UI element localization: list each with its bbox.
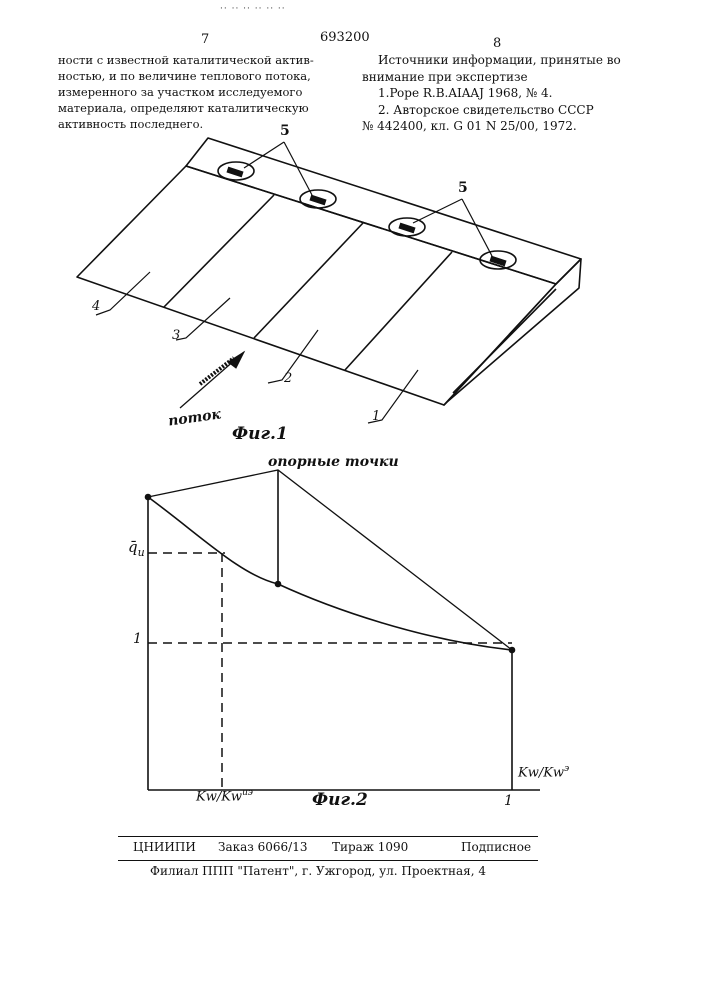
x-axis-label: Kw/Kwэ	[518, 764, 569, 780]
heat-flux-curve	[148, 497, 512, 650]
x-marker-label: Kw/Kwuэ	[196, 788, 253, 804]
footer-order: Заказ 6066/13	[218, 840, 308, 854]
reference-point	[275, 581, 282, 588]
reference-point	[509, 647, 516, 654]
footer-rule-top	[118, 836, 538, 837]
figure-2-caption: Фиг.2	[312, 790, 368, 810]
footer-print-run: Тираж 1090	[332, 840, 408, 854]
y-label-sub: u	[138, 546, 145, 559]
footer-subscription: Подписное	[461, 840, 531, 854]
y-axis-label: q̄u	[128, 538, 145, 559]
y-label-main: q̄	[128, 538, 138, 556]
x-tick-one: 1	[504, 793, 513, 809]
reference-line	[148, 470, 512, 650]
x-marker-sup-den: э	[248, 788, 253, 798]
footer-branch: Филиал ППП "Патент", г. Ужгород, ул. Про…	[150, 864, 486, 878]
footer-rule-bottom	[118, 860, 538, 861]
x-marker-text: Kw/Kw	[196, 789, 242, 804]
footer-org: ЦНИИПИ	[133, 840, 196, 854]
y-tick-one: 1	[133, 631, 142, 647]
x-axis-label-text: Kw/Kw	[518, 765, 564, 780]
x-axis-label-sup: э	[564, 764, 569, 774]
reference-point	[145, 494, 152, 501]
